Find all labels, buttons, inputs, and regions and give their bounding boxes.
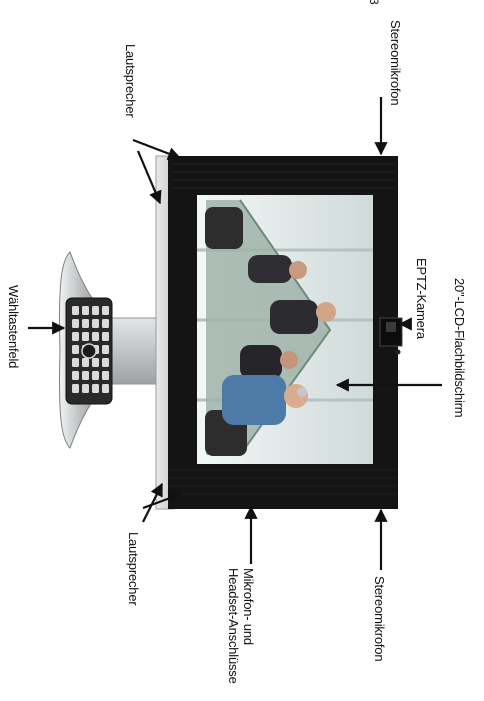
keypad-key (82, 384, 89, 393)
dial-keypad (65, 297, 113, 405)
arrow-lautsprecher-top-a (132, 138, 182, 160)
keypad-key (72, 384, 79, 393)
keypad-key (92, 384, 99, 393)
label-waehltastenfeld: Wähltastenfeld (6, 285, 21, 369)
keypad-key (102, 319, 109, 328)
corner-mark: 3 (367, 0, 381, 5)
keypad-key (72, 358, 79, 367)
keypad-key (102, 371, 109, 380)
keypad-key (92, 319, 99, 328)
keypad-key (72, 345, 79, 354)
keypad-key (82, 332, 89, 341)
label-lautsprecher-top: Lautsprecher (123, 44, 138, 118)
label-stereomikrofon-top: Stereomikrofon (388, 20, 403, 106)
keypad-nav-ring (81, 343, 97, 359)
keypad-key (82, 371, 89, 380)
arrow-lautsprecher-bottom-b (142, 482, 163, 523)
keypad-key (72, 319, 79, 328)
keypad-key (102, 358, 109, 367)
speaker-grille (170, 163, 396, 495)
label-lautsprecher-bottom: Lautsprecher (126, 532, 141, 606)
lcd-screen (197, 195, 373, 464)
eptz-camera (379, 317, 403, 355)
label-mikrofon-anschluesse: Mikrofon- und Headset-Anschlüsse (226, 568, 256, 684)
keypad-key (82, 306, 89, 315)
keypad-key (102, 384, 109, 393)
keypad-key (92, 306, 99, 315)
keypad-key (72, 332, 79, 341)
arrow-lautsprecher-top-b (136, 150, 162, 205)
callout-arrows (28, 97, 442, 570)
keypad-key (102, 306, 109, 315)
keypad-key (92, 371, 99, 380)
keypad-key (82, 358, 89, 367)
label-eptz: EPTZ-Kamera (414, 258, 429, 339)
keypad-key (102, 332, 109, 341)
stand-neck (109, 317, 163, 385)
keypad-key (82, 319, 89, 328)
label-stereomikrofon-bottom: Stereomikrofon (372, 576, 387, 662)
label-lcd: 20"-LCD-Flachbildschirm (452, 278, 467, 418)
keypad-key (92, 358, 99, 367)
keypad-key (72, 371, 79, 380)
keypad-key (92, 332, 99, 341)
keypad-key (102, 345, 109, 354)
arrow-lautsprecher-bottom-a (142, 491, 183, 510)
keypad-key (72, 306, 79, 315)
